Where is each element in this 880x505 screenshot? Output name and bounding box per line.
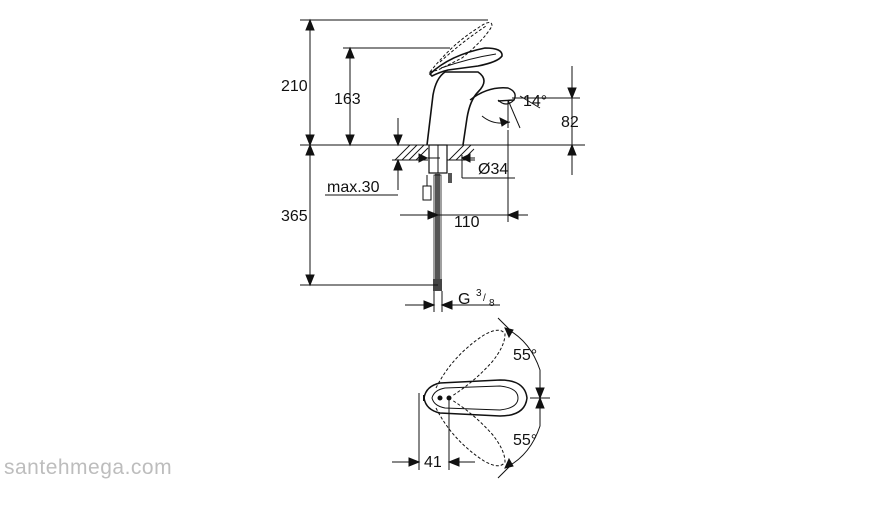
dim-hole-diameter: Ø34 [478,161,508,178]
lever-raised [428,22,493,73]
lever-rotated-down [435,399,506,467]
top-view-body [423,379,528,417]
dim-rotation-bottom: 55° [513,432,537,449]
dim-thread: G [458,291,470,308]
dim-max-thickness: max.30 [327,179,380,196]
lever-rotated-up [435,329,506,397]
dim-thread-num: 3 [476,288,482,299]
lock-nut [422,185,432,201]
dim-rotation-top: 55° [513,347,537,364]
dim-spout-angle: 14° [523,93,547,110]
watermark: santehmega.com [4,456,173,479]
dim-below-deck: 365 [281,208,308,225]
dim-spout-height: 163 [334,91,361,108]
lever-closed [428,47,503,77]
flexible-hose [435,173,440,283]
dim-spout-reach: 110 [454,214,480,231]
dim-thread-den: 8 [489,298,495,309]
dim-spout-clearance: 82 [561,114,579,131]
faucet-spout [469,87,516,102]
dim-lever-width: 41 [424,454,442,471]
faucet-body [426,71,485,146]
dim-total-height: 210 [281,78,308,95]
dim-thread-sep: / [483,293,486,304]
